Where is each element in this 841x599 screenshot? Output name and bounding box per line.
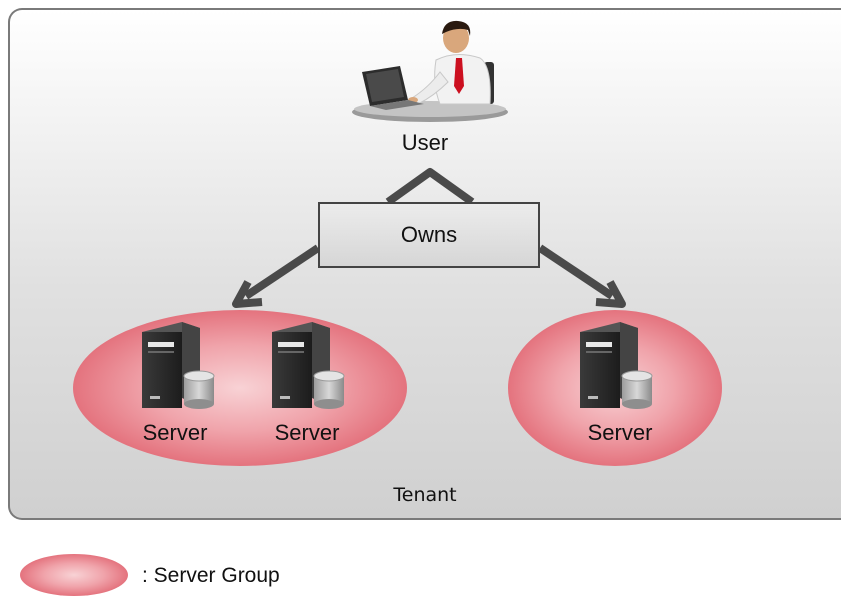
arrow-to-group-1 <box>243 244 321 300</box>
server-label: Server <box>587 420 653 445</box>
server-label: Server <box>142 420 208 445</box>
arrowhead-right <box>595 280 626 308</box>
legend-swatch <box>20 554 128 596</box>
arrow-to-group-2 <box>537 244 615 300</box>
actor-label: User <box>401 130 449 155</box>
arrow-group <box>243 168 615 300</box>
relation-label: Owns <box>400 222 458 247</box>
arrowhead-left <box>232 280 263 308</box>
relation-box: Owns <box>318 202 540 268</box>
server-label: Server <box>274 420 340 445</box>
tenant-label: Tenant <box>393 484 457 506</box>
user-at-laptop-icon <box>352 20 508 122</box>
owner-connector <box>385 168 475 206</box>
legend-label: : Server Group <box>142 564 280 587</box>
